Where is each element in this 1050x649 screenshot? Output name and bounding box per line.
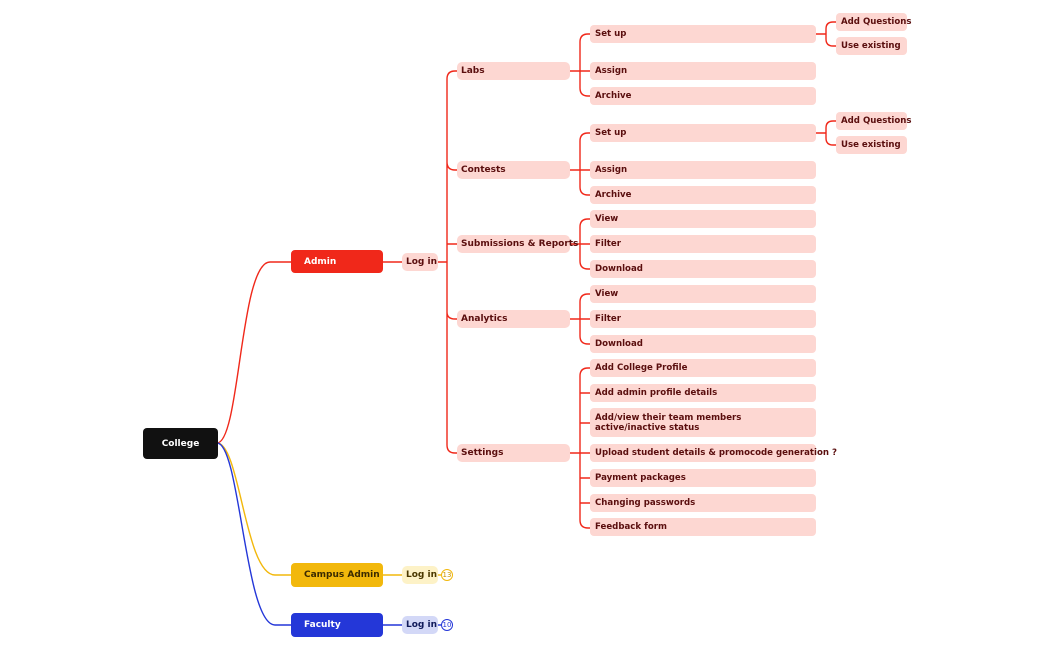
node-analytics-download[interactable]: Download <box>590 335 816 353</box>
node-settings-item[interactable]: Add/view their team members active/inact… <box>590 408 816 437</box>
node-college[interactable]: College <box>143 428 218 459</box>
link-labs-children <box>570 33 590 97</box>
link-college-campus-admin <box>216 442 291 576</box>
node-settings-item[interactable]: Upload student details & promocode gener… <box>590 444 837 462</box>
node-contests-add-questions[interactable]: Add Questions <box>836 112 912 130</box>
node-submissions-reports[interactable]: Submissions & Reports <box>457 235 578 253</box>
node-labs-archive[interactable]: Archive <box>590 87 816 105</box>
node-admin-login[interactable]: Log in <box>402 253 438 271</box>
node-labs-setup[interactable]: Set up <box>590 25 816 43</box>
node-submissions-download[interactable]: Download <box>590 260 816 278</box>
node-settings-item[interactable]: Add admin profile details <box>590 384 816 402</box>
collapsed-count-badge[interactable]: 13 <box>441 569 453 581</box>
node-analytics-view[interactable]: View <box>590 285 816 303</box>
node-admin[interactable]: Admin <box>291 250 383 273</box>
node-campus-admin[interactable]: Campus Admin <box>291 563 383 587</box>
node-labs-assign[interactable]: Assign <box>590 62 816 80</box>
link-labs-setup-children <box>816 21 836 47</box>
node-submissions-view[interactable]: View <box>590 210 816 228</box>
node-settings-item[interactable]: Add College Profile <box>590 359 816 377</box>
link-college-faculty <box>216 442 291 626</box>
node-settings[interactable]: Settings <box>457 444 570 462</box>
node-submissions-filter[interactable]: Filter <box>590 235 816 253</box>
link-contests-setup-children <box>816 120 836 146</box>
node-settings-item[interactable]: Payment packages <box>590 469 816 487</box>
link-submissions-children <box>570 218 590 270</box>
link-settings-children <box>570 367 590 529</box>
node-contests-setup[interactable]: Set up <box>590 124 816 142</box>
node-contests-archive[interactable]: Archive <box>590 186 816 204</box>
link-college-admin <box>216 261 291 444</box>
node-faculty[interactable]: Faculty <box>291 613 383 637</box>
node-campus-admin-login[interactable]: Log in <box>402 566 438 584</box>
node-contests-use-existing[interactable]: Use existing <box>836 136 907 154</box>
node-labs-use-existing[interactable]: Use existing <box>836 37 907 55</box>
node-labs[interactable]: Labs <box>457 62 570 80</box>
node-analytics-filter[interactable]: Filter <box>590 310 816 328</box>
node-analytics[interactable]: Analytics <box>457 310 570 328</box>
link-analytics-children <box>570 293 590 345</box>
node-faculty-login[interactable]: Log in <box>402 616 438 634</box>
collapsed-count-badge[interactable]: 10 <box>441 619 453 631</box>
link-contests-children <box>570 132 590 196</box>
node-contests-assign[interactable]: Assign <box>590 161 816 179</box>
node-settings-item[interactable]: Changing passwords <box>590 494 816 512</box>
node-contests[interactable]: Contests <box>457 161 570 179</box>
node-settings-item[interactable]: Feedback form <box>590 518 816 536</box>
node-labs-add-questions[interactable]: Add Questions <box>836 13 912 31</box>
link-login-categories <box>438 70 457 454</box>
